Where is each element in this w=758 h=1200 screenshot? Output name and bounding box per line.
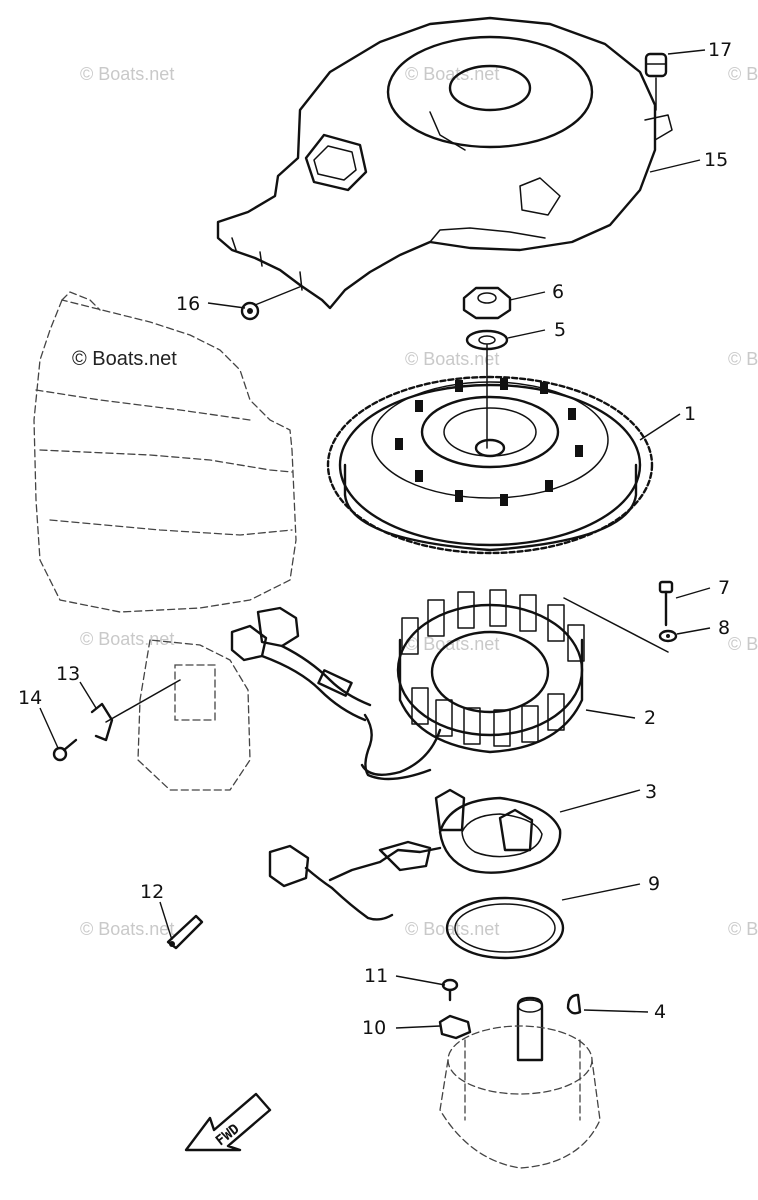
wire-clamp [90,679,181,742]
callout-12: 12 [140,881,164,903]
fwd-arrow: FWD [184,1092,272,1152]
watermark-text: © Boats.net [72,348,177,370]
callout-13: 13 [56,663,80,685]
callout-17: 17 [708,39,732,61]
callout-4: 4 [654,1001,666,1023]
woodruff-key [566,993,582,1015]
callout-labels: 1 2 3 4 5 6 7 8 9 10 11 12 13 14 15 16 1… [18,39,732,1039]
grommet [644,52,668,111]
callout-6: 6 [552,281,564,303]
leader-lines [39,49,711,1029]
watermarks: © Boats.net © Boats.net © Boats.net © Bo… [72,64,758,939]
watermark-text: © Boats.net [405,64,499,84]
powerhead-sketch [33,291,297,791]
callout-3: 3 [645,781,657,803]
callout-16: 16 [176,293,200,315]
bolt [658,580,674,627]
watermark-text: © Boats.net [728,64,758,84]
flywheel-nut [462,286,512,320]
watermark-text: © Boats.net [728,349,758,369]
stator [360,589,585,776]
screw [441,978,459,1002]
clip [438,1014,472,1040]
wire-harness [230,606,432,781]
lever [166,914,204,950]
watermark-text: © Boats.net [405,349,499,369]
watermark-text: © Boats.net [405,919,499,939]
bolt-washer [563,597,678,653]
callout-9: 9 [648,873,660,895]
watermark-text: © Boats.net [728,634,758,654]
pulser-coil [268,788,562,921]
callout-7: 7 [718,577,730,599]
callout-1: 1 [684,403,696,425]
callout-14: 14 [18,687,42,709]
watermark-text: © Boats.net [80,64,174,84]
callout-2: 2 [644,707,656,729]
crankshaft-base [439,996,601,1169]
watermark-text: © Boats.net [728,919,758,939]
collar-nut [240,301,260,321]
watermark-text: © Boats.net [80,629,174,649]
callout-15: 15 [704,149,728,171]
callout-5: 5 [554,319,566,341]
retaining-ring [445,896,565,960]
callout-10: 10 [362,1017,386,1039]
fwd-label: FWD [213,1121,243,1149]
callout-8: 8 [718,617,730,639]
callout-11: 11 [364,965,388,987]
watermark-text: © Boats.net [405,634,499,654]
washer [465,329,509,351]
clamp-bolt [52,738,78,762]
flywheel-cover [216,16,673,310]
watermark-text: © Boats.net [80,919,174,939]
flywheel [326,344,654,555]
